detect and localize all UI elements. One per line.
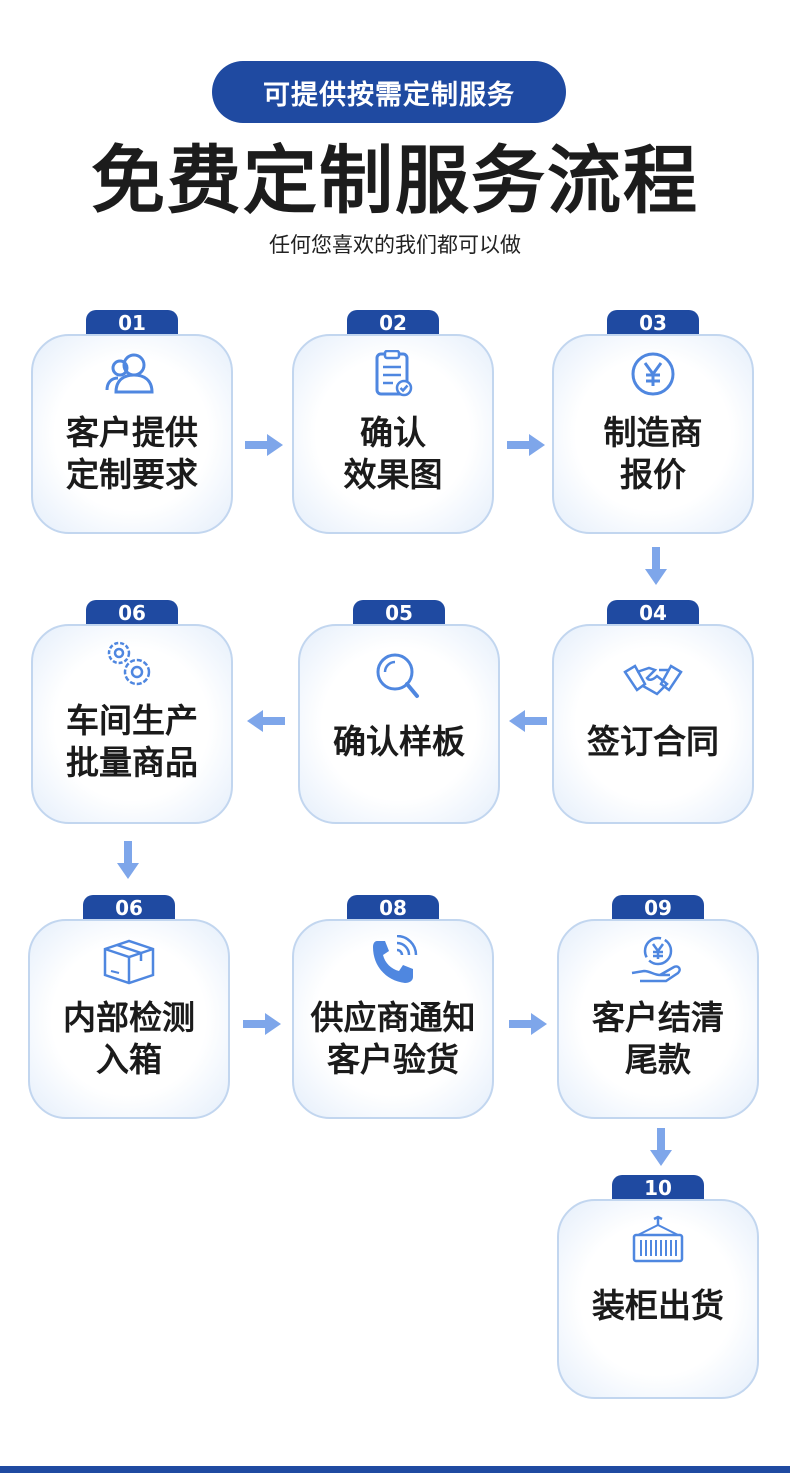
step-card-background [292, 919, 494, 1119]
arrow-left-icon [509, 710, 547, 732]
step-card-02: 02 确认 效果图 [292, 310, 494, 534]
step-card-background [31, 334, 233, 534]
step-label-line1: 内部检测 [63, 998, 195, 1037]
step-card-background [298, 624, 500, 824]
header-pill-text: 可提供按需定制服务 [263, 79, 515, 111]
phone-icon [373, 935, 418, 983]
arrow-down-icon [117, 841, 139, 879]
arrow-down-icon [650, 1128, 672, 1166]
step-card-background [552, 334, 754, 534]
users-icon [105, 353, 154, 394]
step-label-line1: 客户结清 [592, 998, 724, 1037]
step-number: 10 [612, 1175, 704, 1201]
step-label-line2: 效果图 [343, 455, 443, 494]
step-card-04: 04 签订合同 [552, 600, 754, 824]
arrow-right-icon [243, 1013, 281, 1035]
handshake-icon [623, 664, 683, 696]
step-label-line2: 尾款 [625, 1040, 691, 1079]
step-label-line1: 供应商通知 [310, 998, 476, 1037]
step-number: 05 [353, 600, 445, 626]
step-label-line1: 装柜出货 [592, 1286, 724, 1325]
step-label-line1: 制造商 [603, 413, 703, 452]
step-card-10: 10 装柜出货 [557, 1175, 759, 1399]
step-card-background [557, 1199, 759, 1399]
step-card-background [552, 624, 754, 824]
step-card-05: 05 确认样板 [298, 600, 500, 824]
step-label-line2: 批量商品 [66, 743, 198, 782]
arrow-right-icon [507, 434, 545, 456]
step-label-line1: 确认样板 [333, 722, 465, 761]
step-card-09: 09 客户结清 尾款 [557, 895, 759, 1119]
clipboard-check-icon [375, 350, 413, 397]
step-number: 06 [83, 895, 175, 921]
step-label-line2: 定制要求 [66, 455, 198, 494]
step-number: 04 [607, 600, 699, 626]
step-label-line2: 报价 [620, 455, 686, 494]
step-label-line2: 客户验货 [327, 1040, 459, 1079]
gears-icon [107, 641, 151, 686]
page-title: 免费定制服务流程 [91, 138, 699, 224]
arrow-left-icon [247, 710, 285, 732]
arrow-right-icon [509, 1013, 547, 1035]
step-number: 06 [86, 600, 178, 626]
header-pill: 可提供按需定制服务 [212, 61, 566, 123]
container-icon [632, 1215, 684, 1263]
arrow-down-icon [645, 547, 667, 585]
step-label-line1: 车间生产 [66, 701, 198, 740]
arrow-right-icon [245, 434, 283, 456]
magnifier-icon [376, 653, 419, 698]
step-label-line1: 确认 [360, 413, 426, 452]
step-label-line1: 签订合同 [587, 722, 719, 761]
step-number: 08 [347, 895, 439, 921]
step-number: 09 [612, 895, 704, 921]
box-icon [103, 939, 155, 985]
step-number: 02 [347, 310, 439, 336]
yen-icon [631, 352, 675, 396]
step-card-background [28, 919, 230, 1119]
step-card-06: 06 车间生产 批量商品 [31, 600, 233, 824]
step-label-line1: 客户提供 [66, 413, 198, 452]
step-label-line2: 入箱 [96, 1040, 162, 1079]
step-card-08: 08 供应商通知 客户验货 [292, 895, 494, 1119]
footer-divider [0, 1466, 790, 1473]
step-card-01: 01 客户提供 定制要求 [31, 310, 233, 534]
step-card-background [31, 624, 233, 824]
step-number: 03 [607, 310, 699, 336]
yen-hand-icon [631, 936, 681, 983]
step-number: 01 [86, 310, 178, 336]
step-card-07: 06 内部检测 入箱 [28, 895, 230, 1119]
step-card-03: 03 制造商 报价 [552, 310, 754, 534]
page-subtitle: 任何您喜欢的我们都可以做 [269, 233, 521, 257]
